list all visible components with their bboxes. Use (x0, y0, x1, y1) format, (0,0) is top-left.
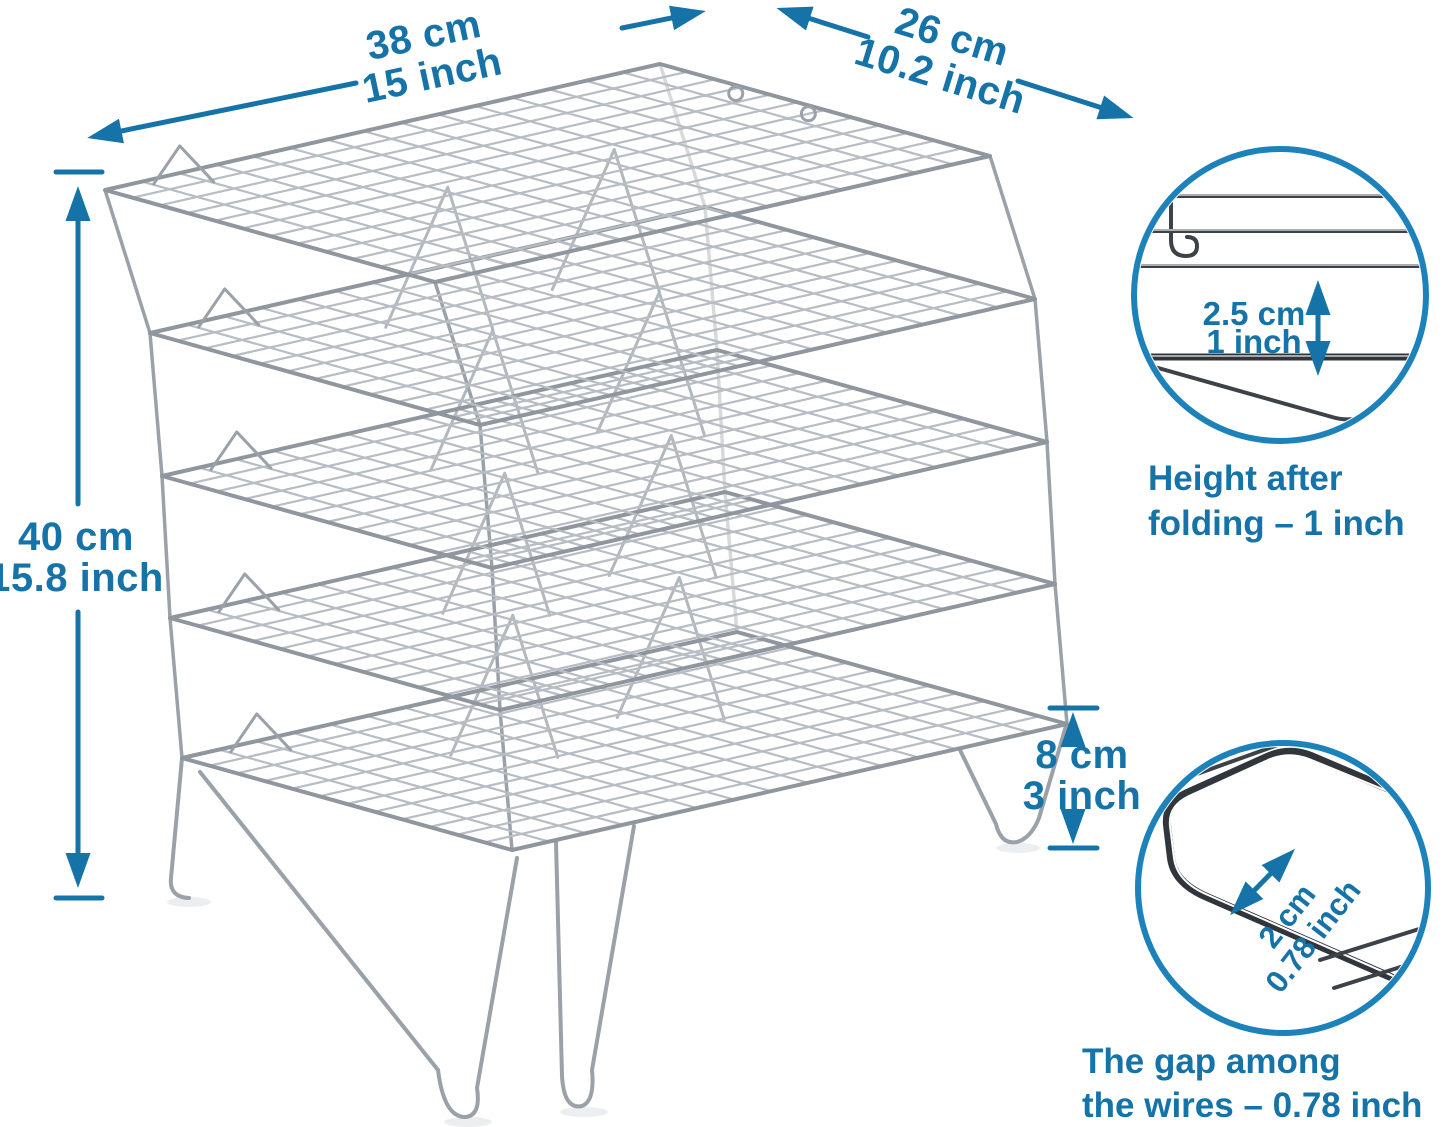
dimension-label-height: 40 cm 15.8 inch (0, 517, 171, 599)
caption-folded-line1: Height after (1148, 459, 1343, 498)
height-imperial: 15.8 inch (0, 556, 164, 600)
length-arrow (87, 5, 706, 144)
inset-folded-circle (1131, 146, 1429, 444)
caption-wire-line1: The gap among (1082, 1042, 1341, 1081)
tier-gap-imperial: 3 inch (1022, 774, 1142, 818)
height-metric: 40 cm (18, 515, 134, 559)
caption-wire-line2: the wires – 0.78 inch (1082, 1086, 1423, 1125)
caption-folded-line2: folding – 1 inch (1148, 504, 1405, 543)
dimension-arrows (53, 5, 1134, 901)
wire-gap-arrow (1229, 848, 1296, 916)
cooling-rack-illustration (103, 62, 1069, 1119)
dimension-label-folded-height: 2.5 cm 1 inch (1179, 295, 1329, 360)
dimension-label-tier-gap: 8 cm 3 inch (1002, 735, 1162, 817)
tier-gap-metric: 8 cm (1035, 733, 1129, 777)
folded-height-metric: 2.5 cm (1202, 295, 1306, 332)
depth-arrow (776, 6, 1134, 120)
caption-wire-gap: The gap among the wires – 0.78 inch (1082, 1040, 1422, 1127)
folded-height-imperial: 1 inch (1206, 323, 1302, 360)
folded-rack-closeup (1138, 194, 1422, 422)
feet-shadows (167, 843, 1040, 1127)
caption-folded-height: Height after folding – 1 inch (1148, 456, 1405, 546)
inset-wiregap-circle (1135, 740, 1431, 1036)
tier-gap-arrow (1047, 705, 1100, 851)
height-arrow (53, 169, 105, 901)
